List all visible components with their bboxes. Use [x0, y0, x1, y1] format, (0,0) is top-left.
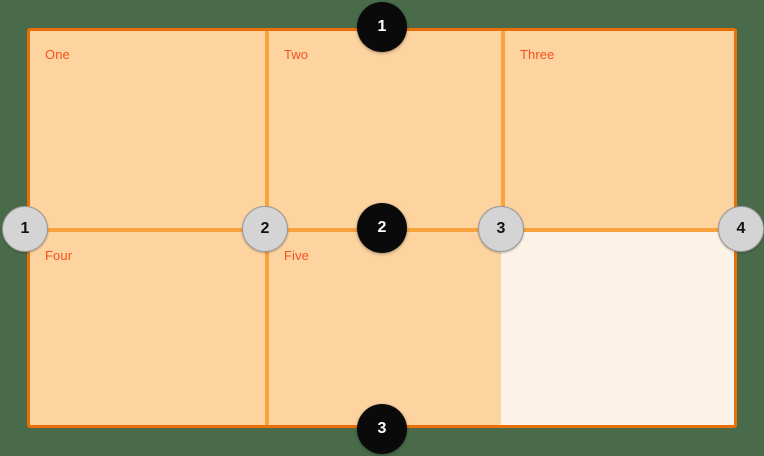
row-handle-1-label: 1	[377, 18, 387, 35]
grid-cell-label-one: One	[45, 47, 70, 62]
grid-cell-four[interactable]: Four	[30, 232, 265, 425]
grid-cell-label-three: Three	[520, 47, 555, 62]
grid-cell-five[interactable]: Five	[269, 232, 501, 425]
column-handle-3-label: 3	[496, 220, 506, 237]
grid-cell-one[interactable]: One	[30, 31, 265, 228]
column-handle-3[interactable]: 3	[478, 206, 524, 252]
row-handle-3-label: 3	[377, 420, 387, 437]
column-handle-4-label: 4	[736, 220, 746, 237]
column-handle-4[interactable]: 4	[718, 206, 764, 252]
column-handle-1[interactable]: 1	[2, 206, 48, 252]
row-handle-2[interactable]: 2	[357, 203, 407, 253]
grid-cell-label-two: Two	[284, 47, 309, 62]
grid-cell-two[interactable]: Two	[269, 31, 501, 228]
column-handle-2-label: 2	[260, 220, 270, 237]
row-handle-1[interactable]: 1	[357, 2, 407, 52]
row-handle-3[interactable]: 3	[357, 404, 407, 454]
column-divider-2[interactable]	[501, 31, 505, 228]
grid-cell-six-empty[interactable]	[501, 228, 734, 425]
column-handle-1-label: 1	[20, 220, 30, 237]
grid-frame: One Two Three Four Five	[27, 28, 737, 428]
grid-cell-three[interactable]: Three	[505, 31, 734, 228]
row-handle-2-label: 2	[377, 219, 387, 236]
grid-cell-label-four: Four	[45, 248, 73, 263]
column-handle-2[interactable]: 2	[242, 206, 288, 252]
grid-cell-label-five: Five	[284, 248, 309, 263]
